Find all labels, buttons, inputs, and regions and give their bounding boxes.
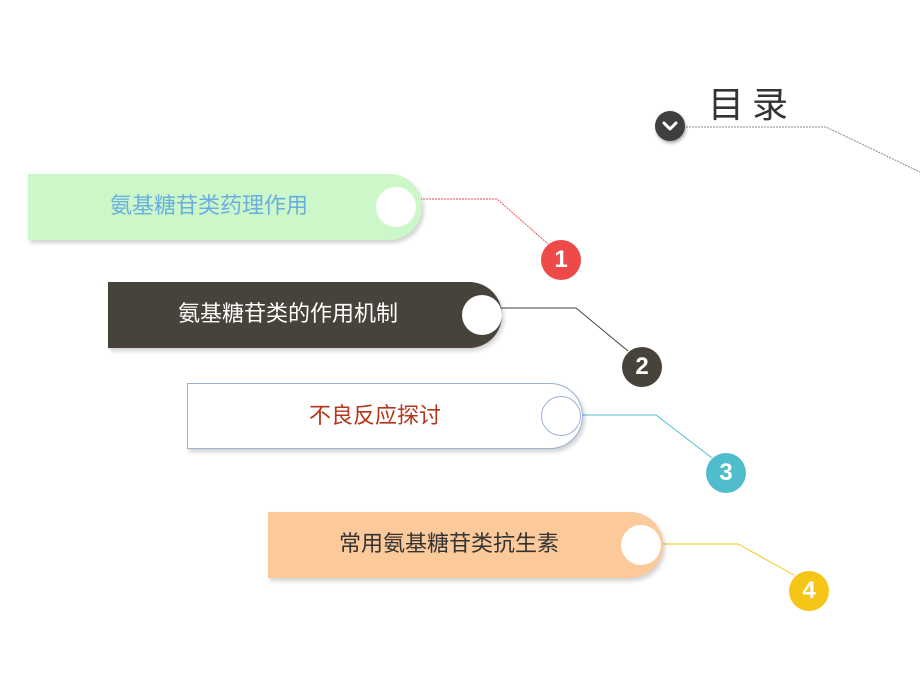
toc-item-1-label: 氨基糖苷类药理作用 (110, 194, 309, 219)
toc-number-3-badge: 3 (706, 453, 746, 493)
toc-number-4-badge: 4 (789, 571, 829, 611)
toc-item-2[interactable]: 氨基糖苷类的作用机制 (108, 282, 502, 348)
toc-item-4-knob (621, 525, 661, 565)
toc-item-1-knob (376, 187, 416, 227)
title-connector-line (686, 126, 920, 173)
toc-item-4[interactable]: 常用氨基糖苷类抗生素 (268, 512, 663, 578)
toc-number-2-badge: 2 (622, 347, 662, 387)
toc-item-3-label: 不良反应探讨 (309, 404, 442, 429)
toc-item-4-label: 常用氨基糖苷类抗生素 (339, 532, 560, 557)
connector-line-4 (661, 543, 795, 576)
toc-item-2-label: 氨基糖苷类的作用机制 (178, 302, 399, 327)
chevron-down-icon[interactable] (655, 111, 685, 141)
connector-line-2 (500, 307, 629, 352)
connector-line-1 (420, 198, 549, 245)
toc-item-2-knob (462, 295, 502, 335)
toc-item-1[interactable]: 氨基糖苷类药理作用 (28, 174, 422, 240)
connector-line-3 (582, 414, 713, 459)
toc-item-3-knob (541, 396, 581, 436)
page-title: 目录 (708, 85, 797, 126)
toc-item-3[interactable]: 不良反应探讨 (187, 383, 583, 449)
toc-number-1-badge: 1 (541, 240, 581, 280)
